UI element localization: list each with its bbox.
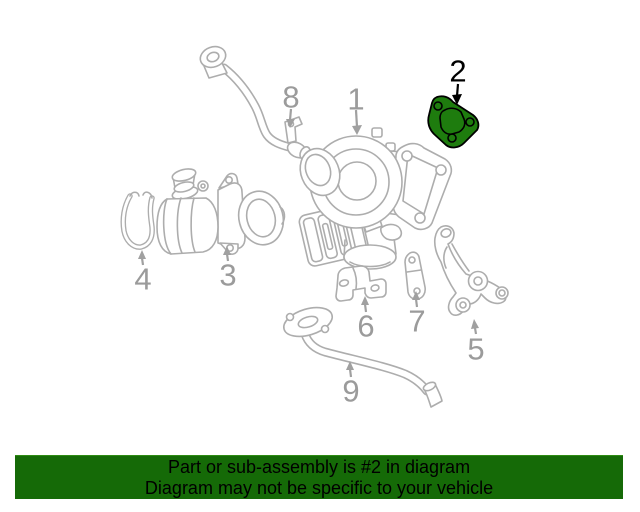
highlight-info-banner: Part or sub-assembly is #2 in diagram Di…	[15, 455, 623, 499]
part-3-exhaust-elbow	[156, 168, 286, 255]
callout-label-3: 3	[219, 257, 237, 293]
callout-arrows	[138, 83, 479, 378]
part-7-stay-strap	[404, 251, 426, 300]
part-6-support-bracket	[335, 265, 387, 302]
banner-line2: Diagram may not be specific to your vehi…	[144, 478, 494, 498]
callout-label-5: 5	[467, 331, 485, 367]
callout-label-2-highlighted: 2	[449, 53, 467, 89]
parts-line-art	[120, 45, 509, 408]
callout-label-4: 4	[134, 261, 152, 297]
part-2-gasket-highlighted	[427, 95, 480, 149]
part-5-mounting-bracket	[433, 225, 509, 316]
callout-label-6: 6	[357, 308, 375, 344]
callout-label-1: 1	[347, 81, 365, 117]
callout-label-7: 7	[408, 303, 426, 339]
callout-label-8: 8	[282, 79, 300, 115]
callout-label-9: 9	[342, 373, 360, 409]
part-9-oil-return-tube	[282, 306, 443, 408]
part-1-turbocharger	[298, 127, 453, 270]
banner-line1: Part or sub-assembly is #2 in diagram	[167, 457, 471, 477]
part-4-clamp-ring	[120, 191, 155, 250]
